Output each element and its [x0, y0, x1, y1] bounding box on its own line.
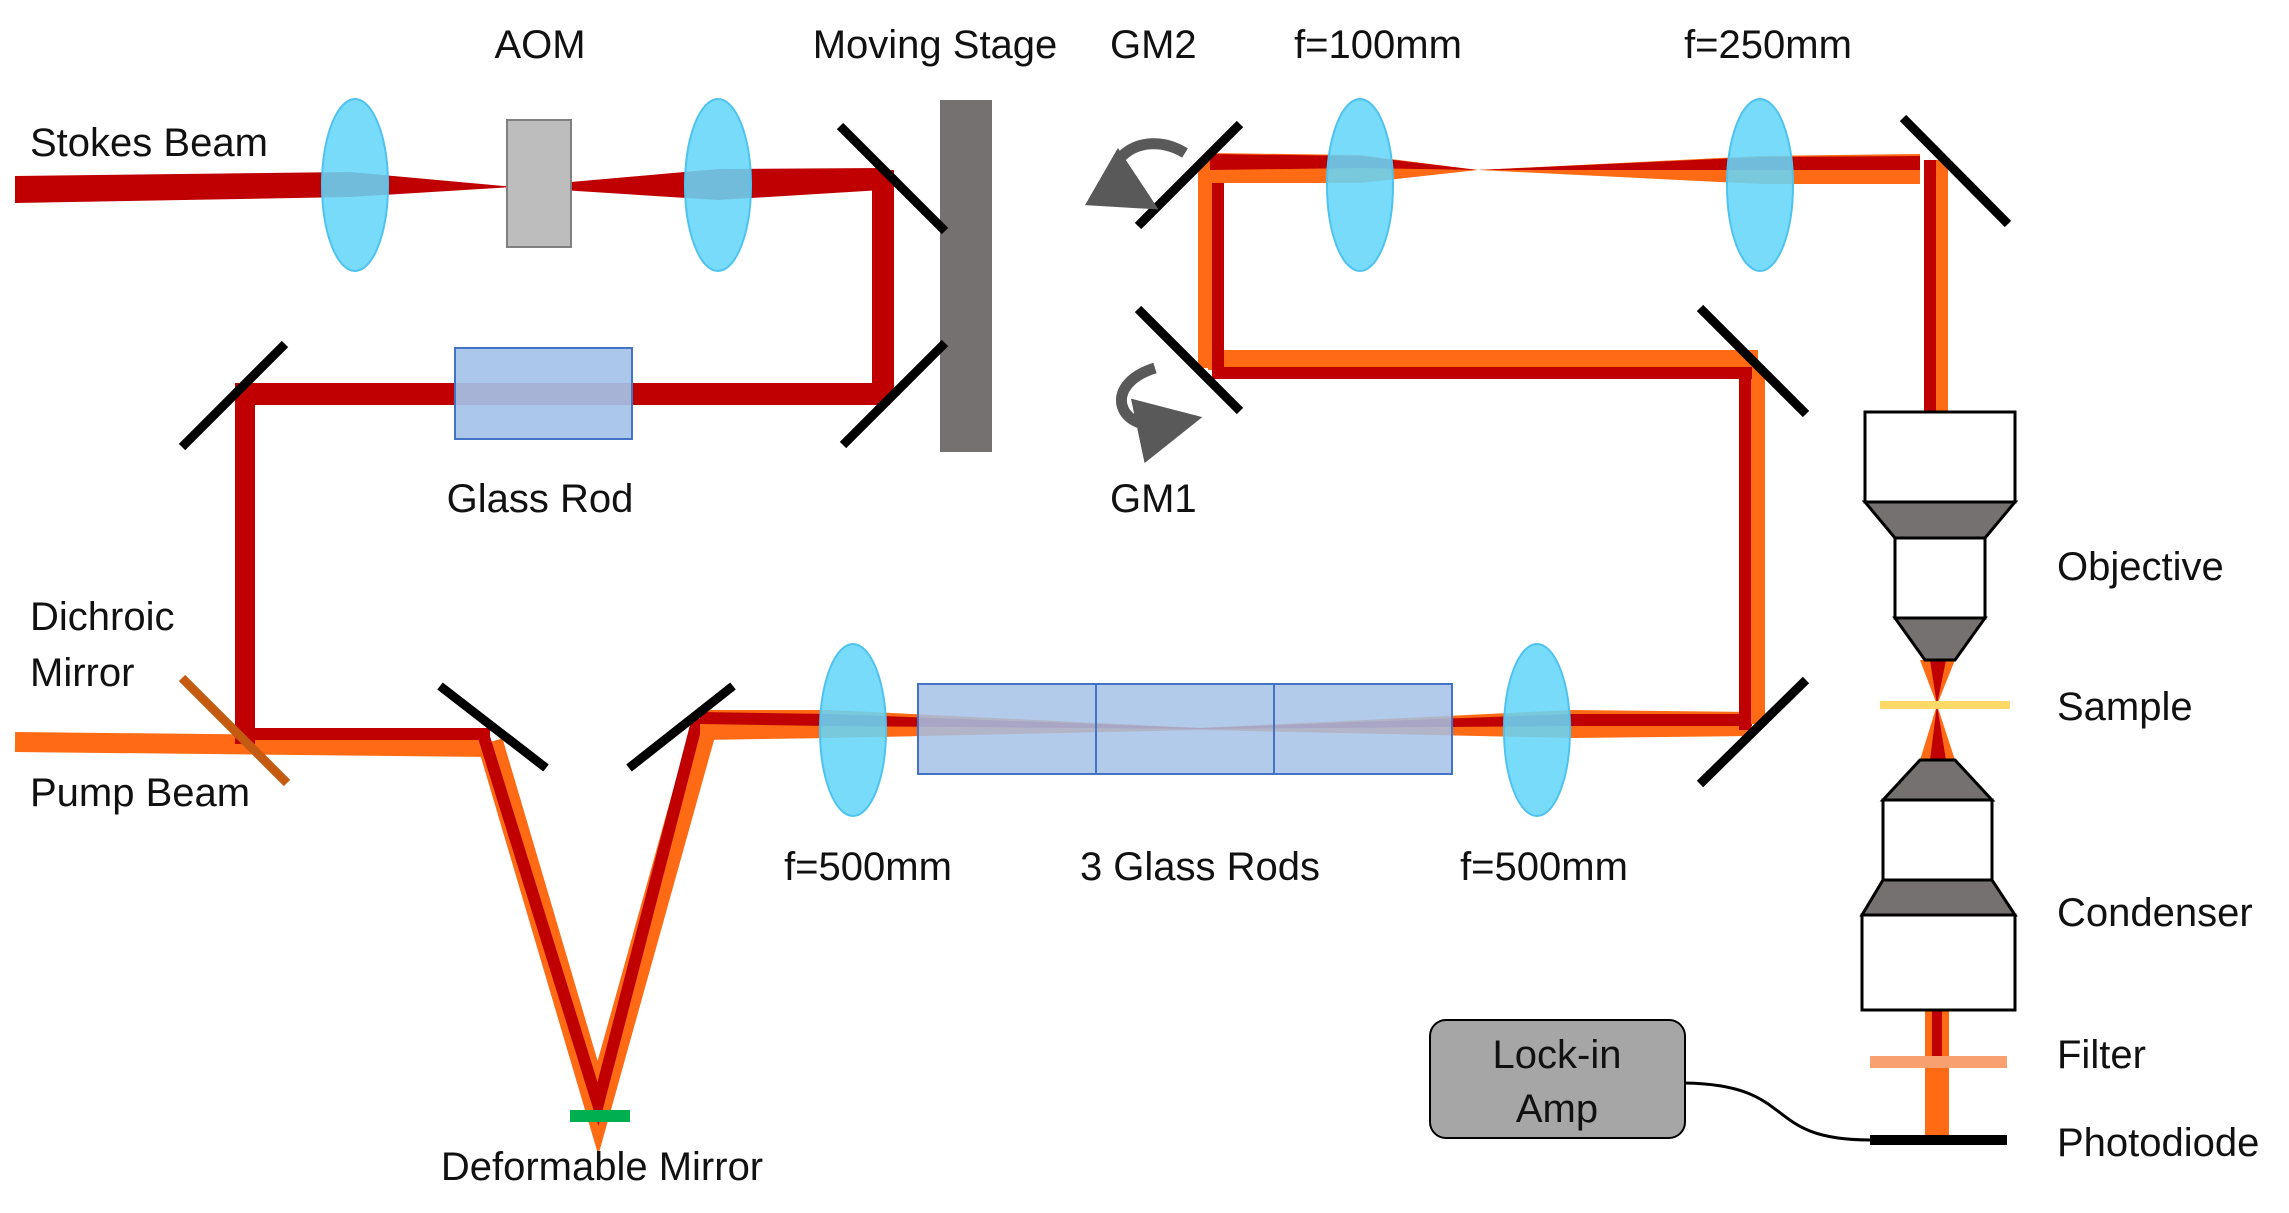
label-dichroic-line1: Dichroic [30, 595, 174, 639]
dichroic-mirror [178, 674, 291, 787]
stage-mirror-lower [839, 339, 949, 449]
label-condenser: Condenser [2057, 891, 2253, 935]
v-path-stokes [477, 716, 704, 1126]
lockin-cable [1684, 1081, 1871, 1142]
fold-mirror-mid-right [1696, 304, 1810, 418]
v-path-pump [477, 720, 718, 1156]
label-filter: Filter [2057, 1033, 2146, 1077]
condenser-lens [1859, 758, 2018, 1012]
label-objective: Objective [2057, 545, 2224, 589]
lens-f500-left [819, 643, 887, 817]
fold-mirror-lower-right [1696, 676, 1810, 788]
label-deformable-mirror: Deformable Mirror [441, 1145, 763, 1189]
gm1-rotation-arrow-icon [1116, 362, 1203, 464]
lens-f500-right [1503, 643, 1571, 817]
stokes-input-beam [15, 172, 514, 203]
label-photodiode: Photodiode [2057, 1121, 2259, 1165]
fold-mirror-left [178, 340, 289, 451]
label-lockin-line2: Amp [1516, 1087, 1598, 1131]
fold-mirror-v-left [437, 682, 549, 772]
label-three-glass-rods: 3 Glass Rods [1080, 845, 1320, 889]
objective-lens [1861, 410, 2019, 662]
moving-stage [940, 100, 992, 452]
gm2-rotation-arrow-icon [1084, 138, 1188, 210]
label-moving-stage: Moving Stage [813, 23, 1058, 67]
three-glass-rods [917, 683, 1453, 775]
label-sample: Sample [2057, 685, 2193, 729]
aom-crystal [506, 119, 572, 248]
lens-f250 [1726, 98, 1794, 272]
label-glass-rod: Glass Rod [447, 477, 634, 521]
label-stokes-beam: Stokes Beam [30, 121, 268, 165]
label-lockin-line1: Lock-in [1493, 1033, 1622, 1077]
glass-rod [454, 347, 633, 440]
galvo-mirror-gm1 [1134, 305, 1244, 415]
label-gm1: GM1 [1110, 477, 1197, 521]
label-aom: AOM [494, 23, 585, 67]
label-pump-beam: Pump Beam [30, 771, 250, 815]
fold-mirror-v-right [626, 682, 736, 772]
lens-aom-input [321, 98, 389, 272]
label-dichroic-line2: Mirror [30, 651, 134, 695]
stage-mirror-upper [836, 122, 949, 235]
fold-mirror-top-right [1899, 114, 2012, 228]
label-f100: f=100mm [1294, 23, 1462, 67]
label-f500-right: f=500mm [1460, 845, 1628, 889]
lens-aom-output [684, 98, 752, 272]
focus-cone-upper-stokes [1930, 660, 1946, 705]
lens-f100 [1326, 98, 1394, 272]
lockin-amp-box [1429, 1019, 1686, 1139]
focus-cone-lower-stokes [1930, 705, 1946, 760]
deformable-mirror [570, 1110, 630, 1122]
label-gm2: GM2 [1110, 23, 1197, 67]
label-f250: f=250mm [1684, 23, 1852, 67]
label-f500-left: f=500mm [784, 845, 952, 889]
